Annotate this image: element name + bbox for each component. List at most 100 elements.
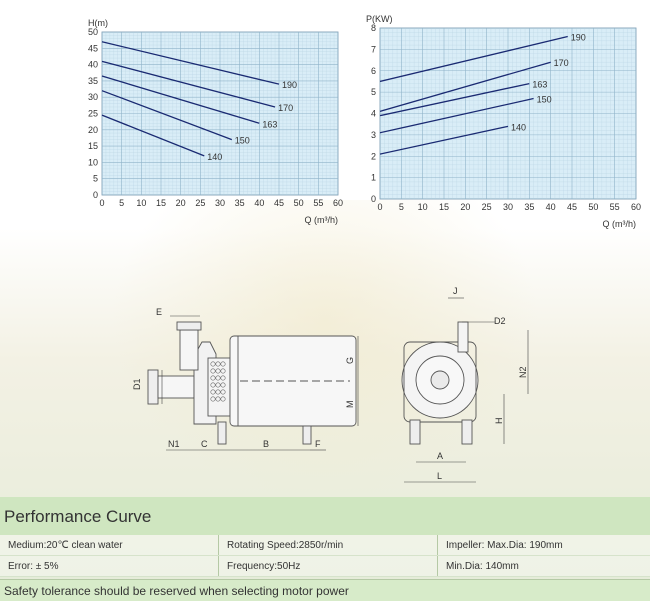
- head-x-tick-label: 35: [235, 198, 245, 208]
- power-series-label-140: 140: [511, 122, 526, 132]
- dim-label-m: M: [345, 401, 355, 409]
- power-x-tick-label: 55: [610, 202, 620, 212]
- front-outlet: [458, 322, 468, 352]
- table-row: Error: ± 5% Frequency:50Hz Min.Dia: 140m…: [0, 556, 650, 577]
- power-y-tick-label: 8: [371, 23, 376, 33]
- power-y-tick-label: 3: [371, 130, 376, 140]
- head-x-tick-label: 20: [176, 198, 186, 208]
- head-x-tick-label: 40: [254, 198, 264, 208]
- power-y-tick-label: 5: [371, 87, 376, 97]
- front-leg: [218, 422, 226, 444]
- dim-label-n2: N2: [518, 366, 528, 378]
- head-y-tick-label: 50: [88, 27, 98, 37]
- head-y-tick-label: 20: [88, 125, 98, 135]
- head-y-tick-label: 40: [88, 60, 98, 70]
- power-series-label-170: 170: [554, 58, 569, 68]
- dim-label-d1: D1: [132, 378, 142, 390]
- spec-impeller-max: Impeller: Max.Dia: 190mm: [438, 535, 650, 556]
- dim-label-a: A: [437, 451, 443, 461]
- power-series-label-163: 163: [532, 80, 547, 90]
- spec-medium: Medium:20℃ clean water: [0, 535, 219, 556]
- power-x-axis-label: Q (m³/h): [603, 219, 637, 229]
- power-x-tick-label: 10: [418, 202, 428, 212]
- head-x-tick-label: 10: [136, 198, 146, 208]
- dim-label-f: F: [315, 439, 321, 449]
- power-x-tick-label: 0: [377, 202, 382, 212]
- outlet-flange: [177, 322, 201, 330]
- head-chart: 0 5 10 15 20 25 30 35 40 45 50 55 60 0 5 10 15 20 25 30 35 40…: [78, 6, 350, 228]
- power-y-axis-label: P(KW): [366, 14, 393, 24]
- head-x-tick-label: 60: [333, 198, 343, 208]
- power-x-tick-label: 50: [588, 202, 598, 212]
- dim-label-c: C: [201, 439, 208, 449]
- power-y-tick-label: 1: [371, 173, 376, 183]
- spec-frequency: Frequency:50Hz: [219, 556, 438, 577]
- front-inlet: [431, 371, 449, 389]
- power-y-tick-label: 2: [371, 151, 376, 161]
- front-leg-right: [462, 420, 472, 444]
- dim-label-l: L: [437, 471, 442, 481]
- head-y-tick-label: 10: [88, 157, 98, 167]
- head-y-tick-label: 5: [93, 174, 98, 184]
- front-leg-left: [410, 420, 420, 444]
- head-series-label-150: 150: [235, 136, 250, 146]
- head-x-tick-label: 0: [99, 198, 104, 208]
- spec-impeller-min: Min.Dia: 140mm: [438, 556, 650, 577]
- head-x-tick-label: 50: [294, 198, 304, 208]
- head-x-tick-label: 5: [119, 198, 124, 208]
- power-series-label-150: 150: [537, 95, 552, 105]
- pump-dimension-drawing: E D1 N1 C B F G M J D2 N2 H A L: [100, 282, 540, 494]
- head-series-label-163: 163: [262, 119, 277, 129]
- head-y-tick-label: 25: [88, 109, 98, 119]
- safety-note: Safety tolerance should be reserved when…: [0, 579, 650, 601]
- power-x-tick-label: 45: [567, 202, 577, 212]
- head-x-tick-label: 30: [215, 198, 225, 208]
- head-x-axis-label: Q (m³/h): [305, 215, 339, 225]
- spec-rotating-speed: Rotating Speed:2850r/min: [219, 535, 438, 556]
- table-row: Medium:20℃ clean water Rotating Speed:28…: [0, 535, 650, 556]
- power-series-label-190: 190: [571, 33, 586, 43]
- head-y-tick-label: 45: [88, 43, 98, 53]
- power-x-tick-label: 40: [546, 202, 556, 212]
- head-x-tick-label: 45: [274, 198, 284, 208]
- power-x-tick-label: 25: [482, 202, 492, 212]
- dim-label-n1: N1: [168, 439, 180, 449]
- head-series-label-190: 190: [282, 80, 297, 90]
- dim-label-j: J: [453, 286, 458, 296]
- head-y-tick-label: 35: [88, 76, 98, 86]
- power-x-tick-label: 15: [439, 202, 449, 212]
- inlet-pipe: [158, 376, 194, 398]
- dim-label-b: B: [263, 439, 269, 449]
- head-x-tick-label: 55: [313, 198, 323, 208]
- power-x-tick-label: 20: [460, 202, 470, 212]
- head-x-tick-label: 25: [195, 198, 205, 208]
- dim-label-g: G: [345, 357, 355, 364]
- inlet-flange: [148, 370, 158, 404]
- dim-label-e: E: [156, 307, 162, 317]
- safety-note-text: Safety tolerance should be reserved when…: [4, 584, 349, 598]
- power-x-tick-label: 30: [503, 202, 513, 212]
- dim-label-h: H: [494, 418, 504, 425]
- head-series-label-140: 140: [207, 152, 222, 162]
- head-y-tick-label: 0: [93, 190, 98, 200]
- power-y-tick-label: 7: [371, 44, 376, 54]
- head-y-tick-label: 15: [88, 141, 98, 151]
- power-y-tick-label: 6: [371, 66, 376, 76]
- spec-error: Error: ± 5%: [0, 556, 219, 577]
- power-y-tick-label: 0: [371, 194, 376, 204]
- rear-leg: [303, 426, 311, 444]
- performance-curve-header: Performance Curve: [0, 497, 650, 535]
- power-y-tick-label: 4: [371, 109, 376, 119]
- dim-label-d2: D2: [494, 316, 506, 326]
- power-x-tick-label: 5: [399, 202, 404, 212]
- head-series-label-170: 170: [278, 103, 293, 113]
- head-x-tick-label: 15: [156, 198, 166, 208]
- outlet-pipe: [180, 330, 198, 370]
- power-x-tick-label: 60: [631, 202, 641, 212]
- head-y-tick-label: 30: [88, 92, 98, 102]
- section-title: Performance Curve: [4, 507, 151, 527]
- specs-table: Medium:20℃ clean water Rotating Speed:28…: [0, 535, 650, 577]
- power-x-tick-label: 35: [524, 202, 534, 212]
- head-y-axis-label: H(m): [88, 18, 108, 28]
